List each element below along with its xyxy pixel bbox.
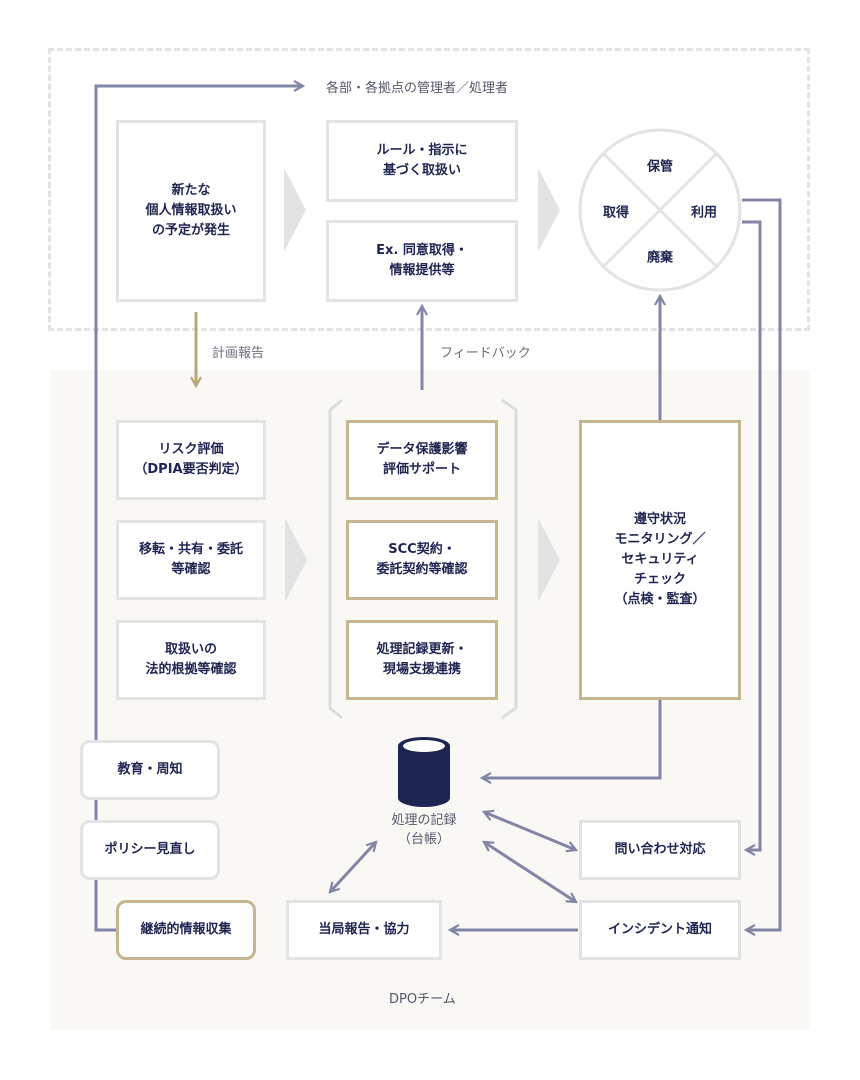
chevron-right-icon <box>285 518 307 602</box>
records-incident-arrow <box>484 840 576 904</box>
example-box: Ex. 同意取得・ 情報提供等 <box>326 220 518 302</box>
authority-report-text: 当局報告・協力 <box>318 921 410 937</box>
inquiry-text: 問い合わせ対応 <box>614 841 706 857</box>
plan-report-label: 計画報告 <box>212 346 265 361</box>
support-box-records-update: 処理記録更新・ 現場支援連携 <box>346 620 498 700</box>
info-collection-box: 継続的情報収集 <box>116 900 256 960</box>
lifecycle-acquire: 取得 <box>602 205 630 221</box>
education-text: 教育・周知 <box>117 761 183 777</box>
support-box-dpia: データ保護影響 評価サポート <box>346 420 498 500</box>
left-loop-line <box>94 86 303 932</box>
managers-zone-label: 各部・各拠点の管理者／処理者 <box>326 81 509 96</box>
records-label: 処理の記録 （台帳） <box>391 813 457 847</box>
managers-zone <box>48 48 810 331</box>
education-box: 教育・周知 <box>80 740 220 800</box>
authority-report-box: 当局報告・協力 <box>286 900 442 960</box>
check-box-transfer: 移転・共有・委託 等確認 <box>116 520 266 600</box>
dpo-team-label: DPOチーム <box>389 992 456 1007</box>
lifecycle-store: 保管 <box>646 159 674 175</box>
records-authority-arrow <box>330 842 376 892</box>
use-to-inquiry-line <box>742 220 762 850</box>
support-box-scc: SCC契約・ 委託契約等確認 <box>346 520 498 600</box>
check-box-legal-basis: 取扱いの 法的根拠等確認 <box>116 620 266 700</box>
bracket-right <box>501 398 518 720</box>
chevron-right-icon <box>538 168 560 252</box>
monitoring-to-records-arrow <box>482 700 662 778</box>
monitoring-box: 遵守状況 モニタリング／ セキュリティ チェック （点検・監査） <box>579 420 741 700</box>
example-text: Ex. 同意取得・ 情報提供等 <box>376 242 468 278</box>
new-handling-box: 新たな 個人情報取扱い の予定が発生 <box>116 120 266 302</box>
rule-handling-box: ルール・指示に 基づく取扱い <box>326 120 518 202</box>
new-handling-text: 新たな 個人情報取扱い の予定が発生 <box>145 182 237 239</box>
records-inquiry-arrow <box>484 812 576 850</box>
chevron-right-icon <box>284 168 306 252</box>
check-box-risk: リスク評価 （DPIA要否判定） <box>116 420 266 500</box>
lifecycle-dispose: 廃棄 <box>646 250 674 266</box>
info-collection-text: 継続的情報収集 <box>140 921 232 937</box>
support-text: 処理記録更新・ 現場支援連携 <box>376 641 468 677</box>
chevron-right-icon <box>538 518 560 602</box>
use-to-incident-line <box>742 198 782 930</box>
check-text: リスク評価 （DPIA要否判定） <box>134 441 248 477</box>
inquiry-box: 問い合わせ対応 <box>579 820 741 880</box>
policy-review-box: ポリシー見直し <box>80 820 220 880</box>
monitoring-text: 遵守状況 モニタリング／ セキュリティ チェック （点検・監査） <box>614 511 706 608</box>
lifecycle-use: 利用 <box>690 205 718 221</box>
incident-box: インシデント通知 <box>579 900 741 960</box>
support-text: データ保護影響 評価サポート <box>376 441 468 477</box>
feedback-label: フィードバック <box>440 346 531 361</box>
check-text: 取扱いの 法的根拠等確認 <box>145 641 237 677</box>
incident-text: インシデント通知 <box>607 921 712 937</box>
policy-review-text: ポリシー見直し <box>104 841 196 857</box>
check-text: 移転・共有・委託 等確認 <box>138 541 243 577</box>
database-icon <box>398 737 450 807</box>
support-text: SCC契約・ 委託契約等確認 <box>376 541 468 577</box>
bracket-left <box>328 398 343 720</box>
rule-handling-text: ルール・指示に 基づく取扱い <box>376 142 468 178</box>
